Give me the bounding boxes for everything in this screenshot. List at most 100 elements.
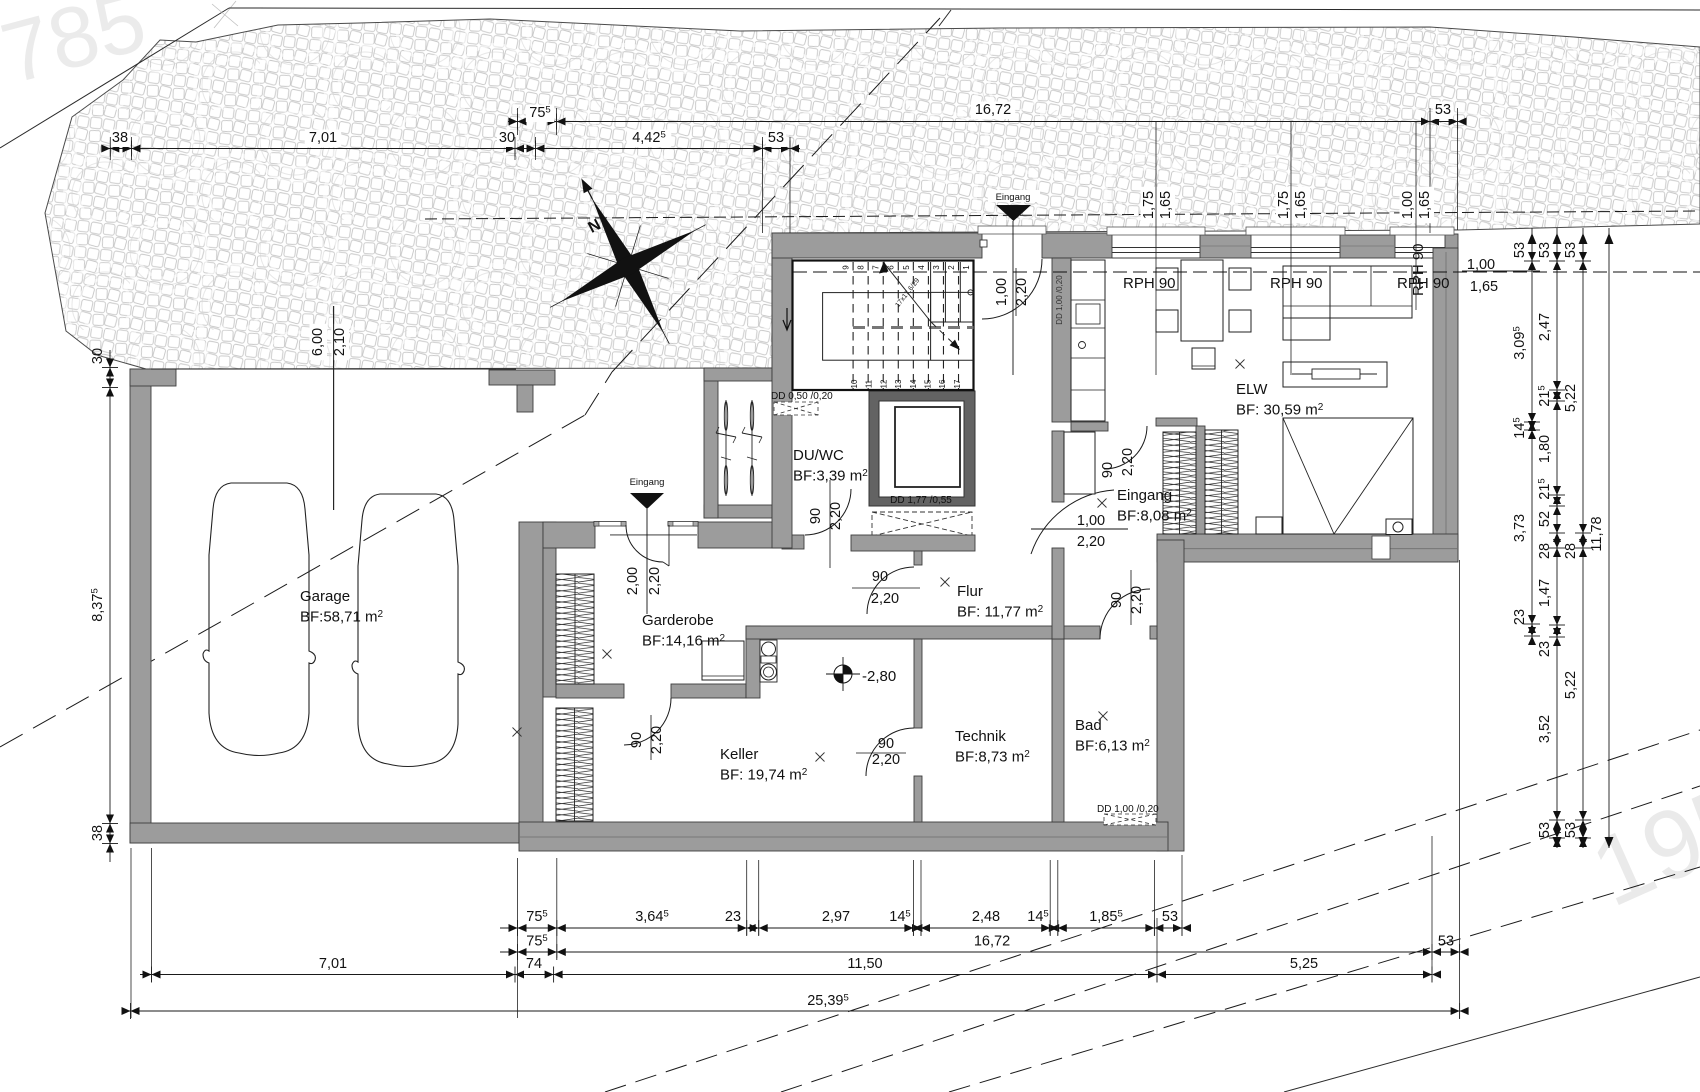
svg-text:11,78: 11,78 [1589,516,1605,551]
svg-text:DD 1,00 /0,20: DD 1,00 /0,20 [1097,804,1159,815]
svg-text:BF:8,08 m2: BF:8,08 m2 [1117,508,1192,525]
svg-text:2,20: 2,20 [872,752,900,768]
svg-text:10: 10 [850,379,859,388]
svg-text:90: 90 [878,736,894,752]
svg-text:4: 4 [917,265,926,270]
svg-text:17: 17 [953,379,962,388]
svg-text:1,65: 1,65 [1417,191,1433,219]
svg-text:11,50: 11,50 [847,956,882,972]
svg-text:30: 30 [499,130,515,146]
svg-text:Technik: Technik [955,728,1006,745]
svg-text:16: 16 [938,379,947,388]
svg-text:BF:8,73 m2: BF:8,73 m2 [955,749,1030,766]
svg-text:2,20: 2,20 [871,591,899,607]
svg-text:DD 1,00 /0,20: DD 1,00 /0,20 [1055,275,1064,325]
svg-text:-2,80: -2,80 [862,668,896,685]
svg-text:Flur: Flur [957,583,983,600]
svg-text:53: 53 [1563,822,1579,838]
svg-text:1: 1 [962,265,971,270]
svg-text:2,47: 2,47 [1537,313,1553,341]
svg-text:755: 755 [526,933,547,950]
svg-text:2,10: 2,10 [332,328,348,356]
svg-text:1,00: 1,00 [1400,191,1416,219]
svg-text:DD 1,77 /0,55: DD 1,77 /0,55 [890,495,952,506]
svg-text:2,20: 2,20 [1077,534,1105,550]
svg-text:BF:58,71 m2: BF:58,71 m2 [300,609,384,626]
svg-text:RPH 90: RPH 90 [1270,275,1323,292]
svg-text:5,25: 5,25 [1290,956,1318,972]
svg-text:90: 90 [872,569,888,585]
svg-text:1,75: 1,75 [1276,191,1292,219]
svg-text:7: 7 [872,265,881,270]
svg-text:11: 11 [865,379,874,388]
svg-text:6: 6 [887,265,896,270]
svg-text:8,375: 8,375 [90,588,107,622]
svg-text:Bad: Bad [1075,717,1102,734]
svg-text:Keller: Keller [720,746,758,763]
svg-text:BF:6,13 m2: BF:6,13 m2 [1075,738,1150,755]
svg-text:BF: 19,74 m2: BF: 19,74 m2 [720,767,808,784]
svg-text:2,20: 2,20 [1014,278,1030,306]
svg-text:1,65: 1,65 [1158,191,1174,219]
svg-text:53: 53 [768,130,784,146]
svg-text:1,00: 1,00 [994,278,1010,306]
svg-text:755: 755 [526,909,547,926]
svg-text:755: 755 [529,105,550,122]
svg-text:52: 52 [1537,511,1553,527]
svg-text:5: 5 [902,265,911,270]
svg-text:Garage: Garage [300,588,350,605]
svg-text:28: 28 [1563,543,1579,559]
svg-text:Eingang: Eingang [996,192,1031,203]
svg-text:30: 30 [90,348,106,364]
svg-text:53: 53 [1537,822,1553,838]
svg-text:53: 53 [1162,909,1178,925]
svg-text:BF:3,39 m2: BF:3,39 m2 [793,468,868,485]
svg-text:145: 145 [1027,909,1048,926]
svg-text:90: 90 [629,732,645,748]
svg-text:ELW: ELW [1236,381,1268,398]
svg-text:5,22: 5,22 [1563,671,1579,699]
svg-text:3,73: 3,73 [1512,514,1528,542]
svg-text:Eingang: Eingang [1117,487,1172,504]
svg-text:145: 145 [1512,417,1529,438]
svg-text:53: 53 [1537,242,1553,258]
svg-text:BF: 11,77 m2: BF: 11,77 m2 [957,604,1044,621]
svg-text:7,01: 7,01 [309,130,337,146]
svg-text:3,645: 3,645 [635,909,669,926]
svg-text:74: 74 [526,956,542,972]
svg-text:38: 38 [112,130,128,146]
svg-text:53: 53 [1438,934,1454,950]
svg-text:2,48: 2,48 [972,909,1000,925]
svg-text:2: 2 [947,265,956,270]
svg-text:28: 28 [1537,543,1553,559]
svg-text:BF: 30,59 m2: BF: 30,59 m2 [1236,402,1324,419]
svg-text:1,47: 1,47 [1537,579,1553,607]
svg-text:23: 23 [1537,641,1553,657]
svg-text:215: 215 [1537,385,1554,406]
svg-text:2,20: 2,20 [649,726,665,754]
svg-text:3,095: 3,095 [1512,326,1529,360]
svg-text:2,00: 2,00 [625,567,641,595]
svg-text:15: 15 [924,379,933,388]
svg-text:RPH 90: RPH 90 [1410,243,1427,296]
svg-text:RPH 90: RPH 90 [1123,275,1176,292]
svg-text:90: 90 [1100,462,1116,478]
svg-text:16,72: 16,72 [975,102,1011,118]
svg-text:53: 53 [1563,242,1579,258]
svg-text:2,20: 2,20 [1129,586,1145,614]
svg-text:9: 9 [842,265,851,270]
svg-text:2,20: 2,20 [1120,448,1136,476]
svg-text:1,65: 1,65 [1293,191,1309,219]
svg-text:90: 90 [1109,592,1125,608]
svg-text:53: 53 [1435,102,1451,118]
svg-text:6,00: 6,00 [310,328,326,356]
svg-text:215: 215 [1537,478,1554,499]
svg-text:16,72: 16,72 [974,934,1010,950]
svg-text:1,75: 1,75 [1141,191,1157,219]
svg-text:Eingang: Eingang [630,477,665,488]
svg-text:BF:14,16 m2: BF:14,16 m2 [642,633,726,650]
svg-text:3: 3 [932,265,941,270]
svg-text:13: 13 [894,379,903,388]
svg-text:DU/WC: DU/WC [793,447,844,464]
svg-text:53: 53 [1512,242,1528,258]
